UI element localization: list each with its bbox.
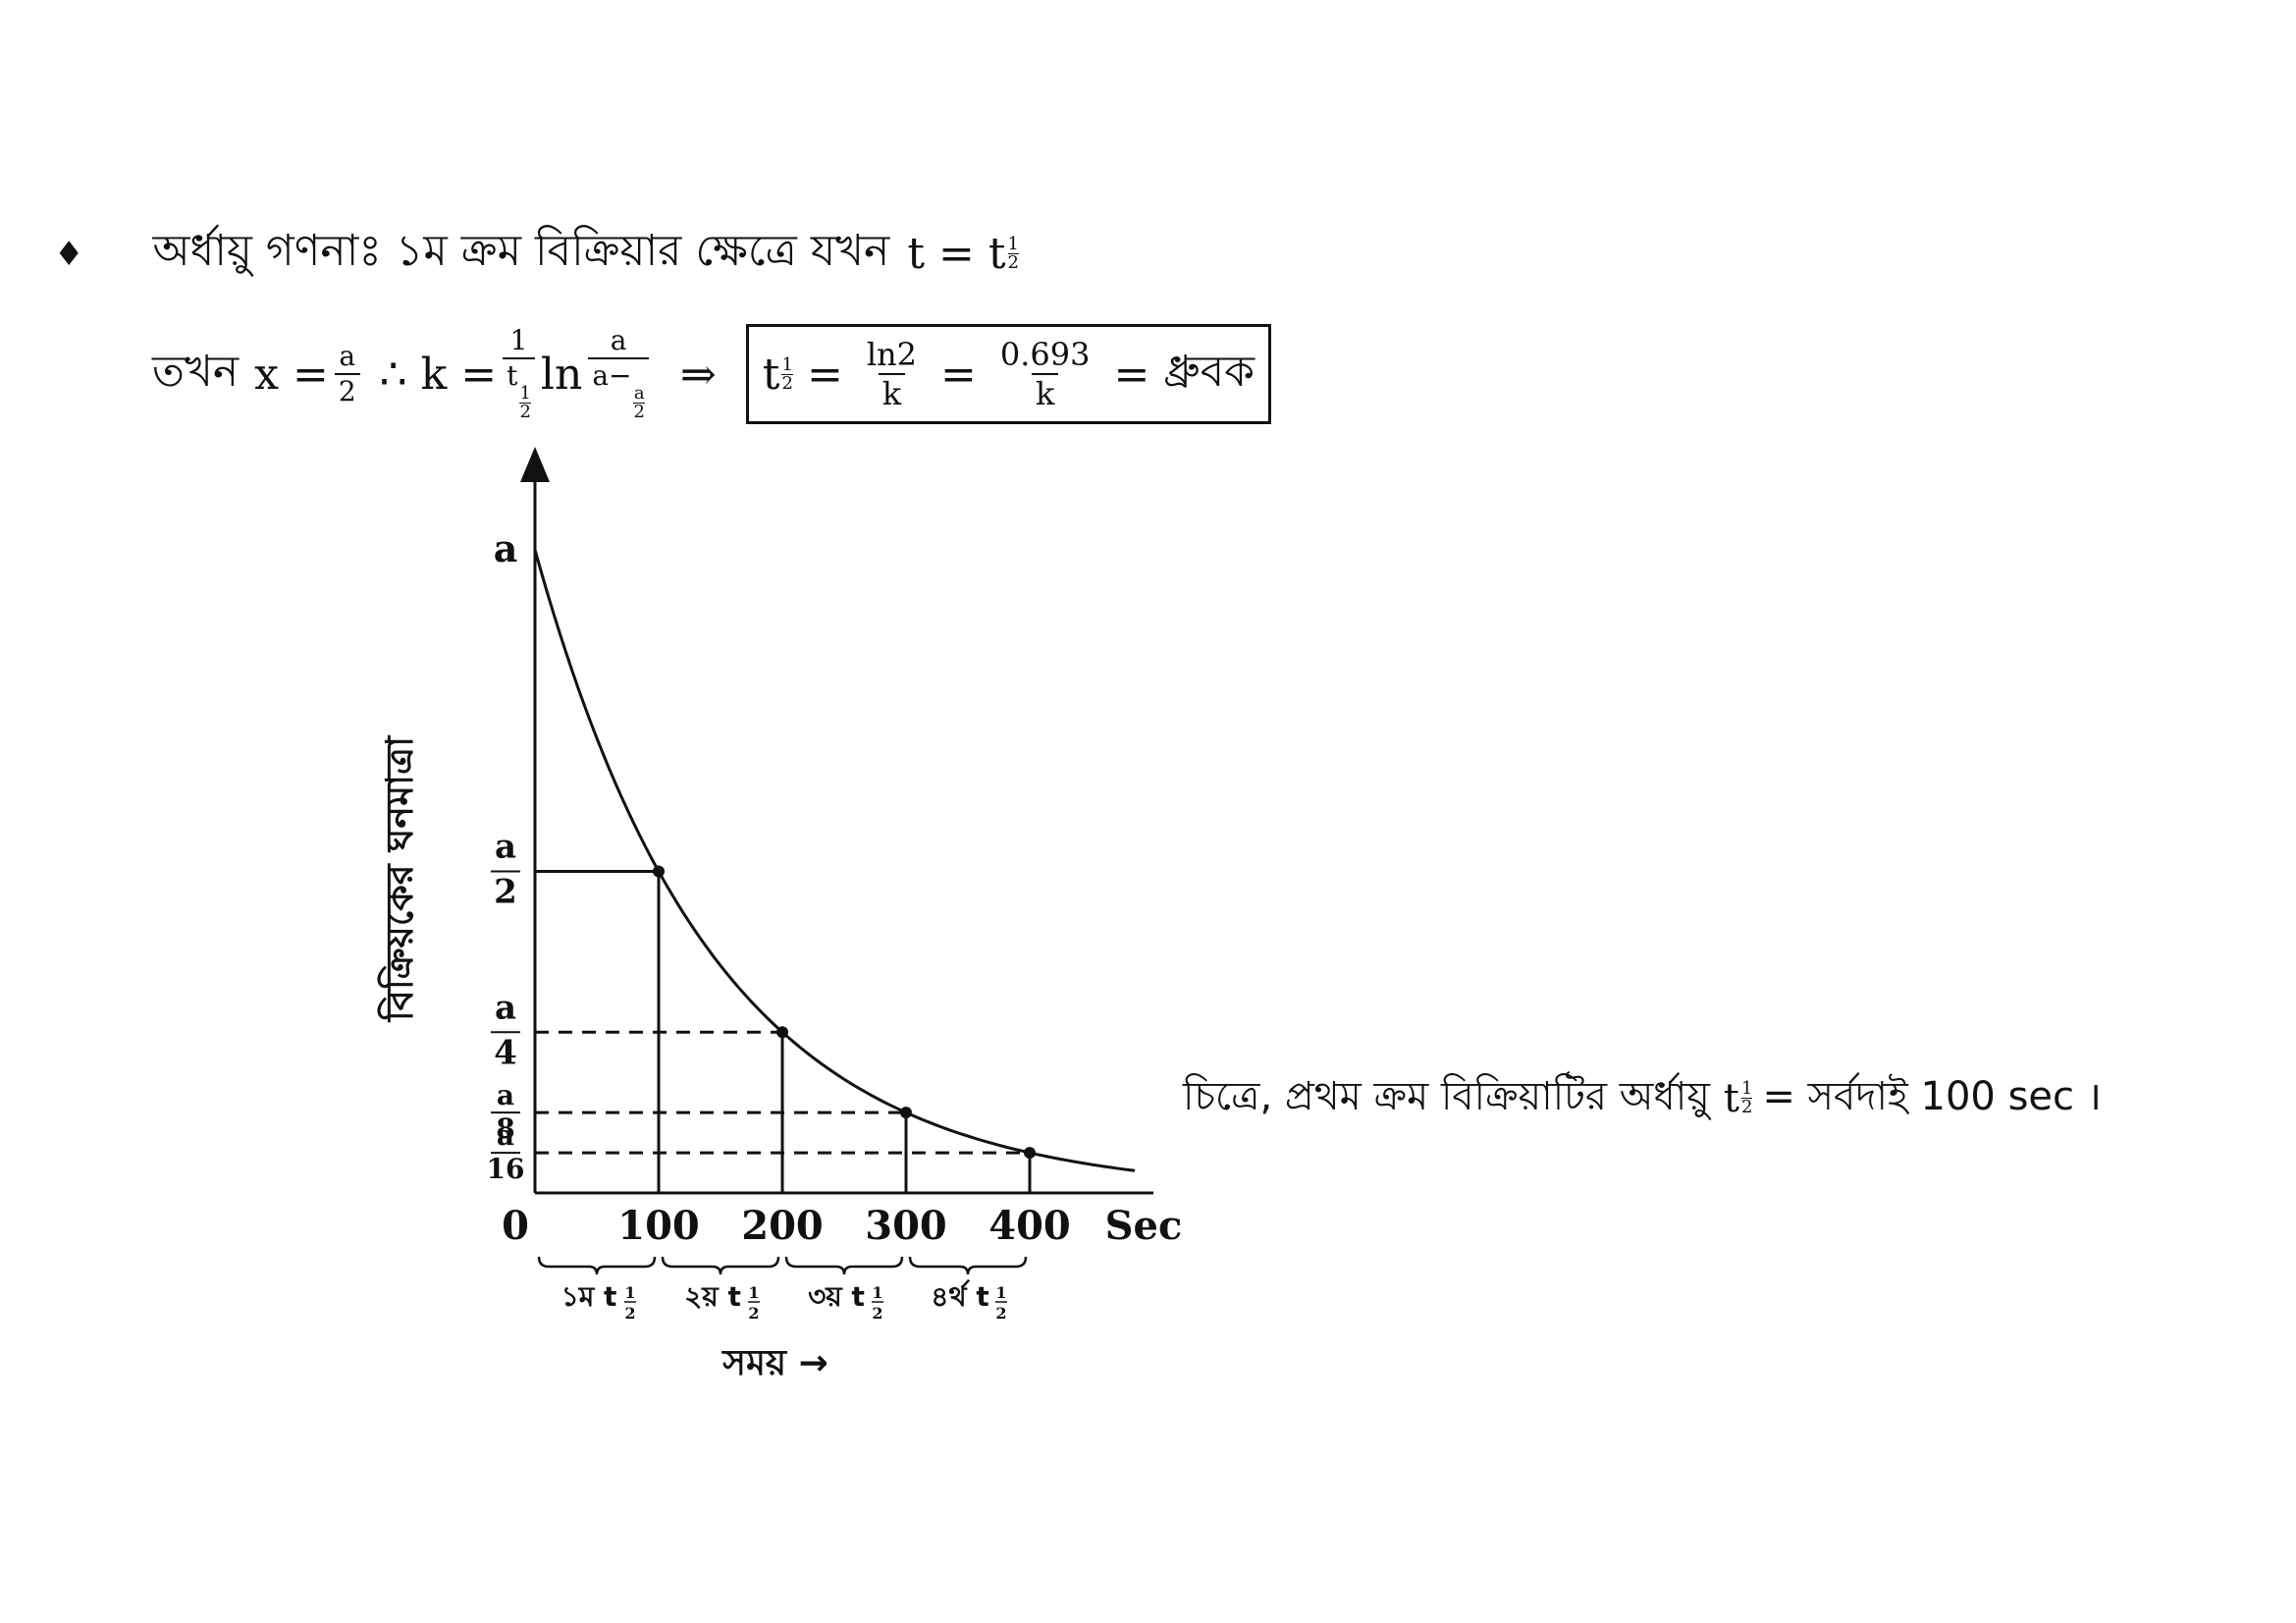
y-tick-den: 8 [496, 1112, 514, 1145]
t-half: t [762, 349, 780, 400]
x-tick-400: 400 [988, 1203, 1071, 1249]
decay-curve [533, 549, 1136, 1172]
half-life-brace [908, 1256, 1028, 1275]
data-point-200 [776, 1026, 788, 1039]
y-tick-label: a16 [487, 1119, 525, 1185]
y-tick-label: a4 [491, 988, 520, 1072]
y-tick-label: a [494, 526, 518, 570]
half-life-heading-line: ♦ অর্ধায়ু গণনাঃ ১ম ক্রম বিক্রিয়ার ক্ষে… [54, 218, 1019, 290]
x-unit-label: Sec [1105, 1203, 1183, 1249]
half-life-label: ৪র্থ t 1 2 [931, 1279, 1007, 1323]
x-tick-300: 300 [865, 1203, 947, 1249]
y-tick-label: a8 [491, 1079, 520, 1145]
half-num: 1 [872, 1283, 882, 1302]
half-den: 2 [872, 1304, 882, 1323]
x-tick-200: 200 [741, 1203, 824, 1249]
y-tick-num: a [495, 988, 516, 1027]
half-life-text: ২য় t [684, 1280, 741, 1313]
implies-arrow: ⇒ [679, 349, 717, 400]
then-word: তখন [152, 346, 240, 397]
caption-t: t [1723, 1075, 1739, 1121]
t-equals: t = t [907, 229, 1006, 279]
half-life-label: ২য় t 1 2 [684, 1280, 760, 1323]
y-tick-label: a2 [491, 828, 520, 912]
half-life-brace [661, 1256, 780, 1275]
heading-text: অর্ধায়ু গণনাঃ ১ম ক্রম বিক্রিয়ার ক্ষেত্… [152, 226, 890, 276]
half-den: 2 [1007, 252, 1019, 273]
caption-rest: = সর্বদাই 100 sec । [1762, 1074, 2102, 1119]
y-tick-num: a [497, 1079, 514, 1111]
ln-symbol: ln [540, 349, 583, 400]
bullet-icon: ♦ [54, 234, 84, 274]
ln2-over-k: ln2 k [866, 336, 918, 412]
therefore-k: ∴ k = [379, 349, 498, 400]
a-over-2: a 2 [334, 343, 360, 406]
y-tick-a: a [494, 526, 518, 570]
data-point-400 [1024, 1147, 1036, 1160]
x-tick-0: 0 [502, 1203, 529, 1249]
half-life-text: ৩য় t [808, 1280, 865, 1313]
data-point-100 [653, 865, 665, 878]
half-life-label: ১ম t 1 2 [561, 1280, 636, 1323]
half-life-brace [784, 1256, 904, 1275]
y-axis-label: বিক্রিয়কের ঘনমাত্রা [377, 734, 421, 1023]
y-tick-den: 4 [494, 1033, 517, 1072]
half-num: 1 [748, 1283, 759, 1302]
half-den: 2 [748, 1304, 759, 1323]
half-life-brace [537, 1256, 657, 1275]
caption-text: চিত্রে, প্রথম ক্রম বিক্রিয়াটির অর্ধায়ু [1183, 1074, 1710, 1119]
y-tick-num: a [495, 828, 516, 867]
value-over-k: 0.693 k [999, 336, 1091, 412]
half-num: 1 [1007, 234, 1019, 254]
half-den: 2 [995, 1304, 1006, 1323]
half-life-text: ৪র্থ t [931, 1279, 988, 1313]
figure-caption: চিত্রে, প্রথম ক্রম বিক্রিয়াটির অর্ধায়ু… [1183, 1065, 2102, 1131]
x-tick-100: 100 [617, 1203, 700, 1249]
constant-word: ধ্রুবক [1163, 346, 1255, 397]
y-tick-den: 2 [494, 873, 517, 912]
half-subscript: 1 2 [1007, 234, 1019, 273]
x-equals: x = [254, 349, 329, 400]
y-tick-den: 16 [487, 1153, 525, 1185]
y-tick-num: a [497, 1119, 514, 1152]
half-life-label: ৩য় t 1 2 [808, 1280, 883, 1323]
half-num: 1 [624, 1283, 635, 1302]
half-num: 1 [995, 1283, 1006, 1302]
x-axis-label: সময় → [721, 1343, 828, 1383]
half-life-text: ১ম t [561, 1280, 617, 1313]
data-point-300 [900, 1107, 912, 1119]
half-den: 2 [624, 1304, 635, 1323]
